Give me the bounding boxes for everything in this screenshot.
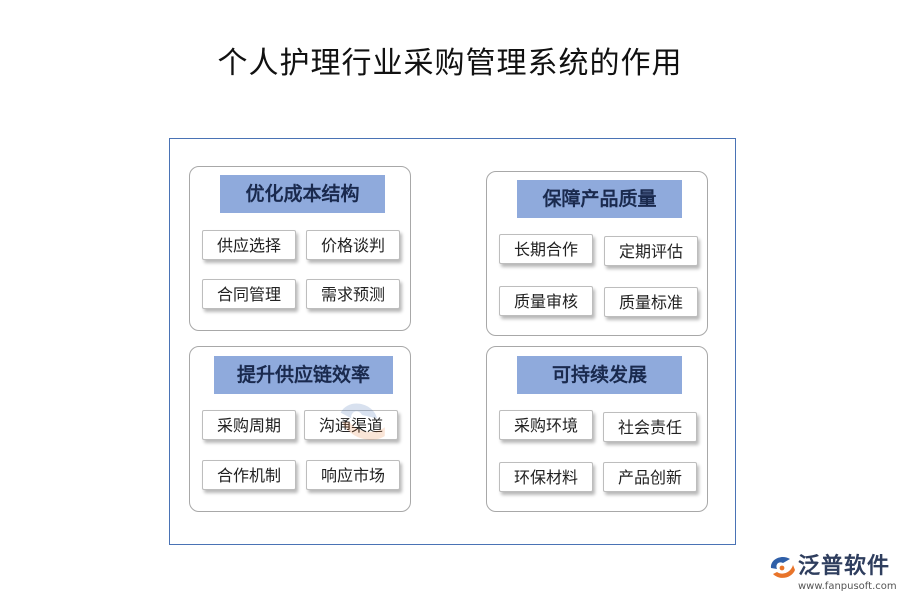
item-box: 质量审核 <box>499 286 593 316</box>
item-box: 采购周期 <box>202 410 296 440</box>
brand-logo: 泛普软件 www.fanpusoft.com <box>768 552 897 596</box>
brand-url: www.fanpusoft.com <box>798 581 897 592</box>
item-box: 合同管理 <box>202 279 296 309</box>
item-box: 社会责任 <box>603 412 697 442</box>
group-title: 优化成本结构 <box>220 175 385 213</box>
item-box: 环保材料 <box>499 462 593 492</box>
diagram-frame <box>169 138 736 545</box>
brand-name: 泛普软件 <box>798 554 891 579</box>
group-title: 保障产品质量 <box>517 180 682 218</box>
group-optimize-cost: 优化成本结构 供应选择 价格谈判 合同管理 需求预测 <box>189 166 411 331</box>
item-box: 定期评估 <box>604 236 698 266</box>
item-box: 响应市场 <box>306 460 400 490</box>
item-box: 长期合作 <box>499 234 593 264</box>
group-title: 可持续发展 <box>517 356 682 394</box>
group-supply-chain: 提升供应链效率 采购周期 沟通渠道 合作机制 响应市场 <box>189 346 411 512</box>
item-box: 合作机制 <box>202 460 296 490</box>
item-box: 需求预测 <box>306 279 400 309</box>
item-box: 产品创新 <box>603 462 697 492</box>
watermark-icon <box>340 403 385 440</box>
brand-logo-icon <box>770 557 795 578</box>
group-title: 提升供应链效率 <box>214 356 393 394</box>
group-sustainable: 可持续发展 采购环境 社会责任 环保材料 产品创新 <box>486 346 708 512</box>
item-box: 供应选择 <box>202 230 296 260</box>
group-quality: 保障产品质量 长期合作 定期评估 质量审核 质量标准 <box>486 171 708 336</box>
item-box: 价格谈判 <box>306 230 400 260</box>
item-box: 沟通渠道 <box>304 410 398 440</box>
item-box: 质量标准 <box>604 287 698 317</box>
item-box: 采购环境 <box>499 410 593 440</box>
page-title: 个人护理行业采购管理系统的作用 <box>217 46 683 81</box>
